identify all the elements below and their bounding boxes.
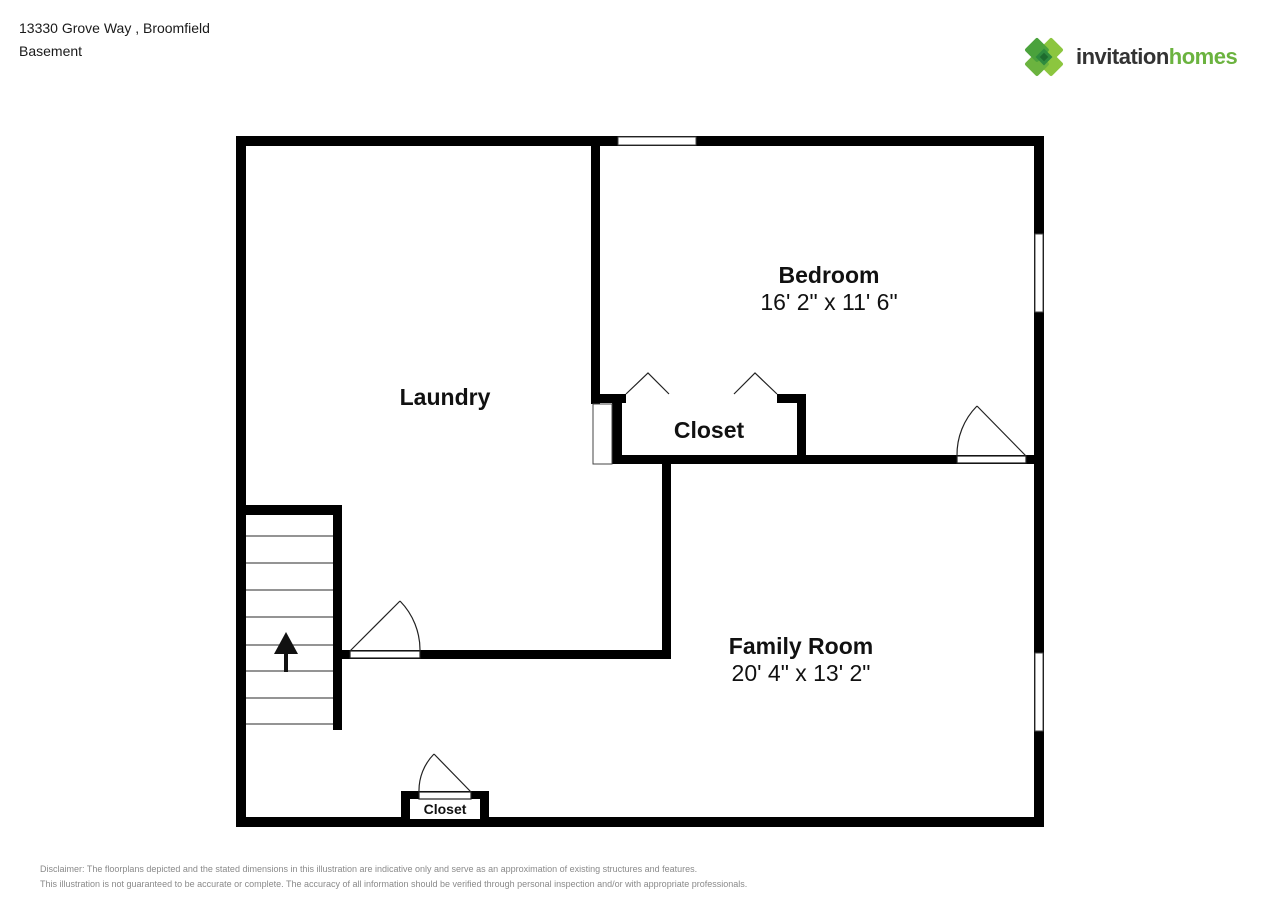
room-dimensions: 16' 2" x 11' 6" bbox=[760, 289, 898, 315]
door-small-closet bbox=[418, 791, 472, 800]
brand-name: invitationhomes bbox=[1076, 44, 1238, 70]
room-name: Closet bbox=[423, 801, 467, 817]
room-family-room: Family Room 20' 4" x 13' 2" bbox=[729, 633, 873, 687]
walls bbox=[236, 136, 1044, 827]
disclaimer-line-2: This illustration is not guaranteed to b… bbox=[40, 879, 748, 889]
floor-level: Basement bbox=[19, 43, 83, 59]
door-bedroom bbox=[956, 455, 1027, 464]
room-dimensions: 20' 4" x 13' 2" bbox=[731, 660, 871, 686]
room-closet-small: Closet bbox=[424, 801, 467, 818]
room-name: Laundry bbox=[399, 384, 491, 410]
room-name: Bedroom bbox=[778, 262, 880, 288]
bifold-door-left bbox=[625, 372, 670, 395]
window-top bbox=[617, 136, 697, 146]
wall-opening bbox=[592, 403, 613, 465]
window-bedroom-right bbox=[1034, 233, 1044, 313]
arrow-up-icon bbox=[274, 632, 298, 672]
room-name: Family Room bbox=[728, 633, 874, 659]
room-name: Closet bbox=[673, 417, 745, 443]
room-closet-bedroom: Closet bbox=[674, 417, 744, 444]
door-laundry bbox=[349, 650, 421, 659]
doors bbox=[349, 372, 1027, 800]
window-family-right bbox=[1034, 652, 1044, 732]
small-closet-interior bbox=[410, 799, 480, 819]
disclaimer-line-1: Disclaimer: The floorplans depicted and … bbox=[40, 864, 698, 874]
bifold-door-right bbox=[733, 372, 778, 395]
windows bbox=[592, 136, 1044, 732]
brand-logo: invitationhomes bbox=[1022, 34, 1252, 80]
brand-name-part1: invitation bbox=[1076, 44, 1169, 69]
room-bedroom: Bedroom 16' 2" x 11' 6" bbox=[760, 262, 897, 316]
clover-diamond-logo-icon bbox=[1025, 38, 1063, 76]
stair-treads bbox=[246, 535, 333, 725]
property-address: 13330 Grove Way , Broomfield bbox=[19, 20, 210, 36]
room-laundry: Laundry bbox=[400, 384, 491, 411]
brand-name-part2: homes bbox=[1168, 44, 1238, 69]
